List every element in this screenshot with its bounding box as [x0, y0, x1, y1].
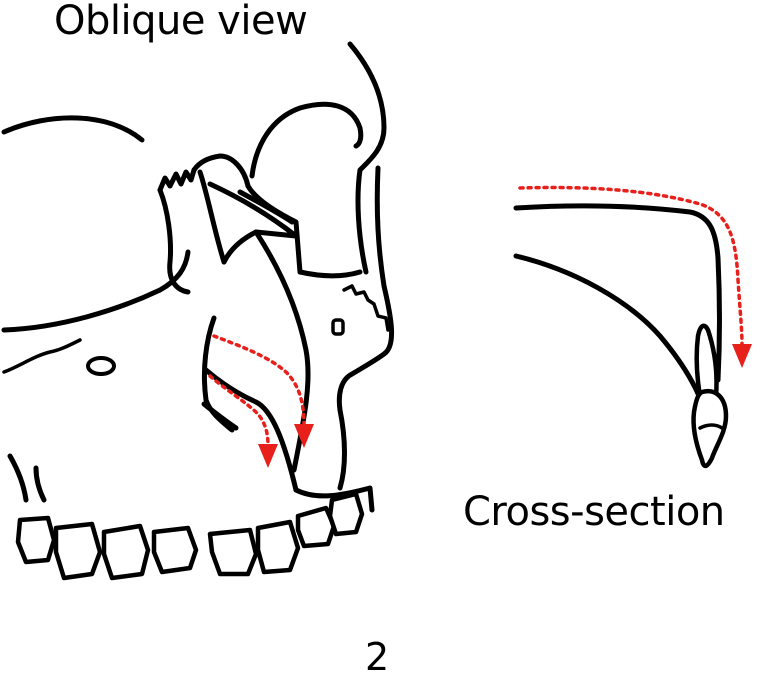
tooth: [295, 505, 337, 549]
force-arrow-path-cross: [518, 185, 744, 346]
tooth-crown: [691, 388, 729, 469]
cross-section-drawing: [513, 185, 752, 469]
jaw-line: [7, 453, 375, 513]
tooth: [101, 523, 151, 581]
force-arrow-head-cross: [732, 344, 752, 368]
tooth-root: [694, 323, 719, 399]
palate-lower-line: [513, 253, 703, 401]
tooth: [53, 521, 103, 581]
force-arrow-path-lower: [208, 374, 270, 448]
tooth: [207, 527, 259, 577]
force-arrow-path-upper: [212, 334, 306, 428]
nasal-aperture: [245, 101, 364, 279]
teeth-row: [15, 491, 365, 581]
tooth-crown-line: [698, 423, 724, 430]
cross-section-label: Cross-section: [463, 489, 725, 535]
orbit-rim: [1, 115, 145, 143]
infraorbital-foramen: [86, 356, 116, 376]
forehead-line: [347, 41, 387, 275]
infraorbital-foramen-right: [331, 318, 345, 336]
orbit-floor-line: [1, 249, 191, 333]
force-arrow-head-upper: [294, 424, 314, 448]
oblique-arrows: [208, 334, 314, 468]
tooth: [255, 519, 301, 575]
piriform-notch: [342, 284, 390, 332]
tooth: [151, 525, 199, 575]
oblique-view-drawing: [1, 41, 395, 581]
tooth: [327, 491, 365, 537]
buttress-lines: [201, 315, 299, 493]
zygomatic-suture: [157, 167, 197, 193]
midface-suture: [2, 338, 82, 374]
palate-upper-line: [513, 203, 722, 383]
tooth: [15, 515, 57, 565]
oblique-view-label: Oblique view: [54, 0, 308, 44]
maxilla-right: [336, 165, 395, 491]
panel-number: 2: [365, 635, 389, 679]
zygomatic-bone: [157, 153, 251, 295]
force-arrow-head-lower: [258, 444, 278, 468]
